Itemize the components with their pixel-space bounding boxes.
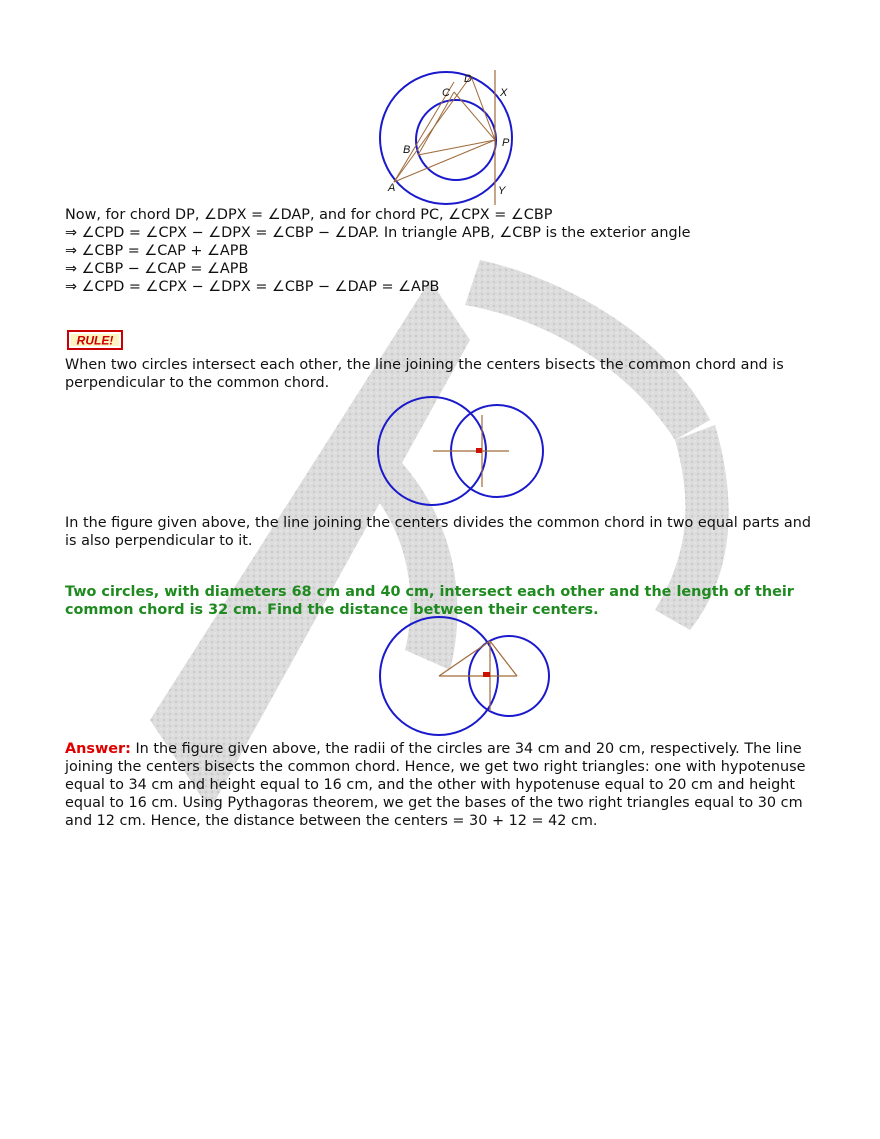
intersecting-circles-figure: [377, 396, 544, 506]
tangent-chord-figure: D C X P B A Y: [379, 70, 513, 205]
answer-paragraph: Answer: In the figure given above, the r…: [65, 740, 825, 830]
figure-explanation: In the figure given above, the line join…: [65, 515, 812, 549]
proof-line-4: ⇒ ∠CBP − ∠CAP = ∠APB: [65, 261, 249, 277]
label-X: X: [499, 87, 508, 99]
label-Y: Y: [498, 185, 506, 197]
answer-text: In the figure given above, the radii of …: [65, 741, 806, 829]
proof-line-2: ⇒ ∠CPD = ∠CPX − ∠DPX = ∠CBP − ∠DAP. In t…: [65, 225, 691, 241]
problem-figure: [379, 616, 550, 736]
proof-line-3: ⇒ ∠CBP = ∠CAP + ∠APB: [65, 243, 249, 259]
rule-badge: RULE!: [67, 330, 123, 350]
proof-line-1: Now, for chord DP, ∠DPX = ∠DAP, and for …: [65, 207, 553, 223]
answer-label: Answer:: [65, 741, 131, 757]
watermark-logo: [150, 260, 729, 810]
label-D: D: [464, 73, 472, 85]
label-A: A: [387, 182, 395, 194]
rule-text: When two circles intersect each other, t…: [65, 357, 784, 391]
label-B: B: [403, 144, 410, 156]
label-C: C: [442, 87, 450, 99]
rule-badge-text: RULE!: [77, 334, 114, 348]
problem-statement: Two circles, with diameters 68 cm and 40…: [65, 584, 794, 618]
proof-line-5: ⇒ ∠CPD = ∠CPX − ∠DPX = ∠CBP − ∠DAP = ∠AP…: [65, 279, 440, 295]
label-P: P: [502, 137, 510, 149]
